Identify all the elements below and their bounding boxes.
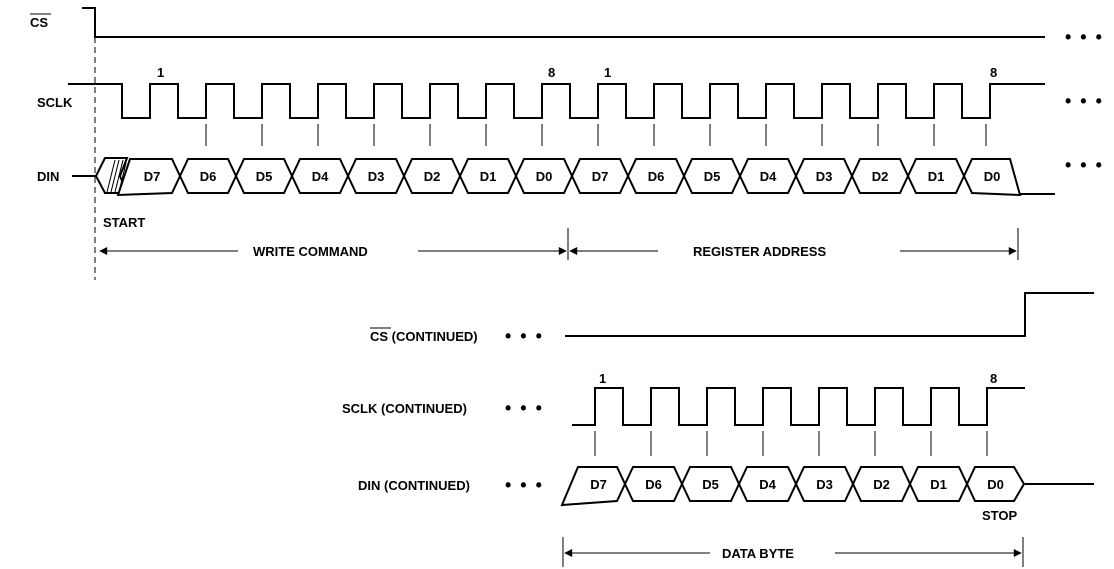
din-cont-bit-label: D4 [759,477,776,492]
cs-row: CS • • • [30,7,1104,47]
data-byte-label: DATA BYTE [722,546,794,561]
data-byte-span: DATA BYTE [562,537,1024,567]
din-cont-bit-label: D7 [590,477,607,492]
din-cont-bit-label: D1 [930,477,947,492]
din-cont-bit-label: D3 [816,477,833,492]
cs-label: CS [30,15,48,30]
din-continuation-dots: • • • [1065,155,1104,175]
din-cont-bit-label: D0 [987,477,1004,492]
din-bit-label: D0 [984,169,1001,184]
write-command-span: WRITE COMMAND [99,228,569,260]
din-bit-label: D2 [424,169,441,184]
sample-ticks-bottom [594,431,988,456]
sclk-row: SCLK • • • 1 8 1 8 [37,65,1104,119]
din-bit-label: D6 [200,169,217,184]
din-cont-row: DIN (CONTINUED) • • • D7 D6 D5 D4 D3 D2 D1 D0 S… [358,466,1094,523]
cs-continuation-dots: • • • [1065,27,1104,47]
din-cont-dots: • • • [505,475,544,495]
sclk-continuation-dots: • • • [1065,91,1104,111]
din-bit-label: D4 [312,169,329,184]
din-bit-label: D3 [368,169,385,184]
cs-cont-dots: • • • [505,326,544,346]
din-cont-label: DIN (CONTINUED) [358,478,470,493]
sclk-pulse-8-label: 8 [548,65,555,80]
din-cont-bits: D7 D6 D5 D4 D3 D2 D1 D0 [560,466,1026,507]
din-bit-label: D4 [760,169,777,184]
din-bit-label: D7 [592,169,609,184]
write-command-label: WRITE COMMAND [253,244,368,259]
start-label: START [103,215,145,230]
din-row: DIN D7 D6 D5 D4 D3 D2 D1 D0 D7 D6 D5 D4 D3 D2 D1 D0 • •… [37,155,1104,197]
din-bit-cell [116,158,182,197]
sclk-pulse-1b-label: 1 [604,65,611,80]
din-bit-label: D5 [256,169,273,184]
din-cont-bit-label: D6 [645,477,662,492]
sample-ticks-top [205,124,987,146]
register-address-span: REGISTER ADDRESS [569,228,1019,260]
din-label: DIN [37,169,59,184]
din-cont-bit-cell [560,466,627,507]
sclk-cont-pulse-8-label: 8 [990,371,997,386]
din-bit-label: D1 [928,169,945,184]
din-bit-label: D1 [480,169,497,184]
sclk-pulse-1-label: 1 [157,65,164,80]
register-address-label: REGISTER ADDRESS [693,244,826,259]
din-cont-bit-label: D5 [702,477,719,492]
sclk-cont-waveform [572,387,1025,426]
din-bits: D7 D6 D5 D4 D3 D2 D1 D0 D7 D6 D5 D4 D3 D2 D1 D0 [116,158,1022,197]
cs-cont-label: CS (CONTINUED) [370,329,478,344]
din-cont-bit-cell [965,466,1026,502]
sclk-pulse-8b-label: 8 [990,65,997,80]
din-bit-label: D7 [144,169,161,184]
din-bit-label: D0 [536,169,553,184]
din-cont-bit-label: D2 [873,477,890,492]
cs-cont-waveform [565,292,1094,337]
cs-cont-row: CS (CONTINUED) • • • [370,292,1094,346]
sclk-cont-dots: • • • [505,398,544,418]
din-bit-label: D6 [648,169,665,184]
cs-waveform [82,7,1045,38]
sclk-waveform [68,83,1045,119]
sclk-label: SCLK [37,95,73,110]
din-bit-cell [962,158,1022,197]
sclk-cont-row: SCLK (CONTINUED) • • • 1 8 [342,371,1025,426]
sclk-cont-label: SCLK (CONTINUED) [342,401,467,416]
din-bit-label: D2 [872,169,889,184]
stop-label: STOP [982,508,1017,523]
din-bit-label: D5 [704,169,721,184]
din-bit-label: D3 [816,169,833,184]
sclk-cont-pulse-1-label: 1 [599,371,606,386]
